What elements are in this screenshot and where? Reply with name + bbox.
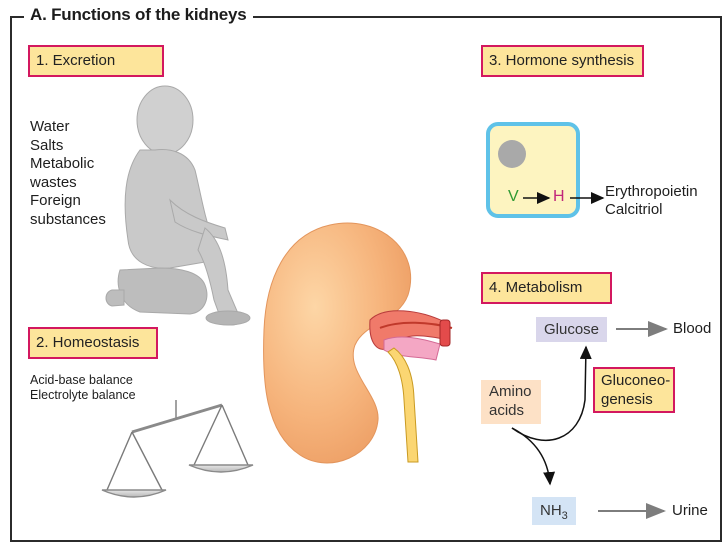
excretion-item: substances — [30, 210, 106, 228]
gluconeo-line2: genesis — [601, 391, 653, 408]
nh3-chip: NH3 — [532, 497, 576, 525]
cell-v-label: V — [508, 188, 519, 205]
gluconeo-line1: Gluconeo- — [601, 372, 671, 389]
glucose-chip: Glucose — [536, 317, 608, 342]
figure-title: A. Functions of the kidneys — [24, 5, 253, 25]
figure-frame — [10, 16, 722, 542]
excretion-item: Foreign — [30, 192, 81, 209]
urine-text: Urine — [672, 502, 708, 519]
balance-scale-illustration — [101, 400, 254, 498]
nh3-base: NH — [540, 502, 562, 519]
cell-nucleus-icon — [498, 140, 526, 168]
homeostasis-item: Acid-base balance — [30, 373, 133, 387]
amino-acids-chip: Amino acids — [481, 380, 541, 424]
erythropoietin-text: Erythropoietin — [605, 183, 698, 200]
hormone-synthesis-label: 3. Hormone synthesis — [481, 45, 644, 77]
excretion-item: Salts — [30, 136, 64, 154]
excretion-list: Water Salts Metabolic wastes Foreign sub… — [30, 118, 106, 229]
amino-to-nh3-arrow — [511, 427, 556, 486]
excretion-item: wastes — [30, 173, 77, 191]
nh3-subscript: 3 — [561, 510, 568, 522]
calcitriol-text: Calcitriol — [605, 201, 663, 218]
homeostasis-label: 2. Homeostasis — [28, 327, 158, 359]
excretion-item: Metabolic — [30, 155, 95, 172]
cell-h-label: H — [553, 188, 565, 205]
amino-line1: Amino — [489, 383, 532, 400]
homeostasis-list: Acid-base balance Electrolyte balance — [30, 373, 136, 403]
gluconeogenesis-label: Gluconeo- genesis — [593, 367, 675, 413]
kidney-illustration — [263, 222, 453, 464]
homeostasis-item: Electrolyte balance — [30, 388, 136, 402]
excretion-item: Water — [30, 118, 70, 135]
child-on-potty-illustration — [105, 85, 251, 326]
amino-line2: acids — [489, 402, 525, 419]
metabolism-label: 4. Metabolism — [481, 272, 612, 304]
excretion-label: 1. Excretion — [28, 45, 164, 77]
blood-text: Blood — [673, 320, 712, 337]
hormone-products: Erythropoietin Calcitriol — [605, 183, 698, 219]
